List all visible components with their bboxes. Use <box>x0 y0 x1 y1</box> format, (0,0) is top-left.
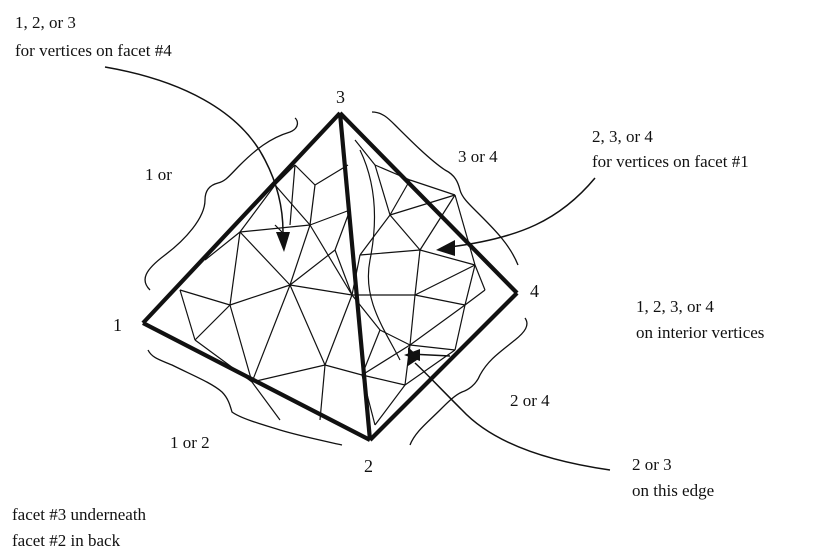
interior-annotation-line2: on interior vertices <box>636 323 764 342</box>
arrowheads <box>276 232 455 366</box>
edge-braces <box>144 111 528 446</box>
facet1-annotation-line1: 2, 3, or 4 <box>592 127 653 146</box>
edge-2-1 <box>142 321 371 442</box>
facet4-annotation-line1: 1, 2, or 3 <box>15 13 76 32</box>
edge-label-1-2: 1 or 2 <box>170 433 210 452</box>
brace-edge-2-4 <box>409 317 528 446</box>
facet4-annotation-line2: for vertices on facet #4 <box>15 41 172 60</box>
edge-annotation-line2: on this edge <box>632 481 714 500</box>
arrowhead-facet-1 <box>436 240 455 256</box>
edge-label-2-4: 2 or 4 <box>510 391 550 410</box>
arrowhead-interior <box>404 349 420 361</box>
vertex-label-1: 1 <box>113 315 122 335</box>
vertex-label-4: 4 <box>530 281 539 301</box>
edge-3-4 <box>338 111 519 295</box>
edge-1-3 <box>141 111 342 325</box>
arrow-edge <box>414 362 611 471</box>
arrowhead-facet-4 <box>276 232 290 252</box>
edge-4-2 <box>368 291 519 442</box>
underneath-annotation-line2: facet #2 in back <box>12 531 121 550</box>
brace-edge-1-2 <box>147 349 343 446</box>
edge-annotation-line1: 2 or 3 <box>632 455 672 474</box>
vertex-label-2: 2 <box>364 456 373 476</box>
vertex-label-3: 3 <box>336 87 345 107</box>
arrow-facet-4 <box>104 66 284 233</box>
edge-3-2 <box>337 112 373 441</box>
edge-label-3-4: 3 or 4 <box>458 147 498 166</box>
brace-edge-3-4 <box>371 111 519 266</box>
facet1-annotation-line2: for vertices on facet #1 <box>592 152 749 171</box>
interior-annotation-line1: 1, 2, 3, or 4 <box>636 297 714 316</box>
brace-edge-1-3 <box>144 117 299 291</box>
underneath-annotation-line1: facet #3 underneath <box>12 505 147 524</box>
edge-label-1-3: 1 or <box>145 165 172 184</box>
mesh-triangulation <box>179 139 486 426</box>
tetrahedron-outline <box>141 111 519 442</box>
annotation-arrows <box>104 66 611 471</box>
arrow-facet-1 <box>449 177 596 248</box>
